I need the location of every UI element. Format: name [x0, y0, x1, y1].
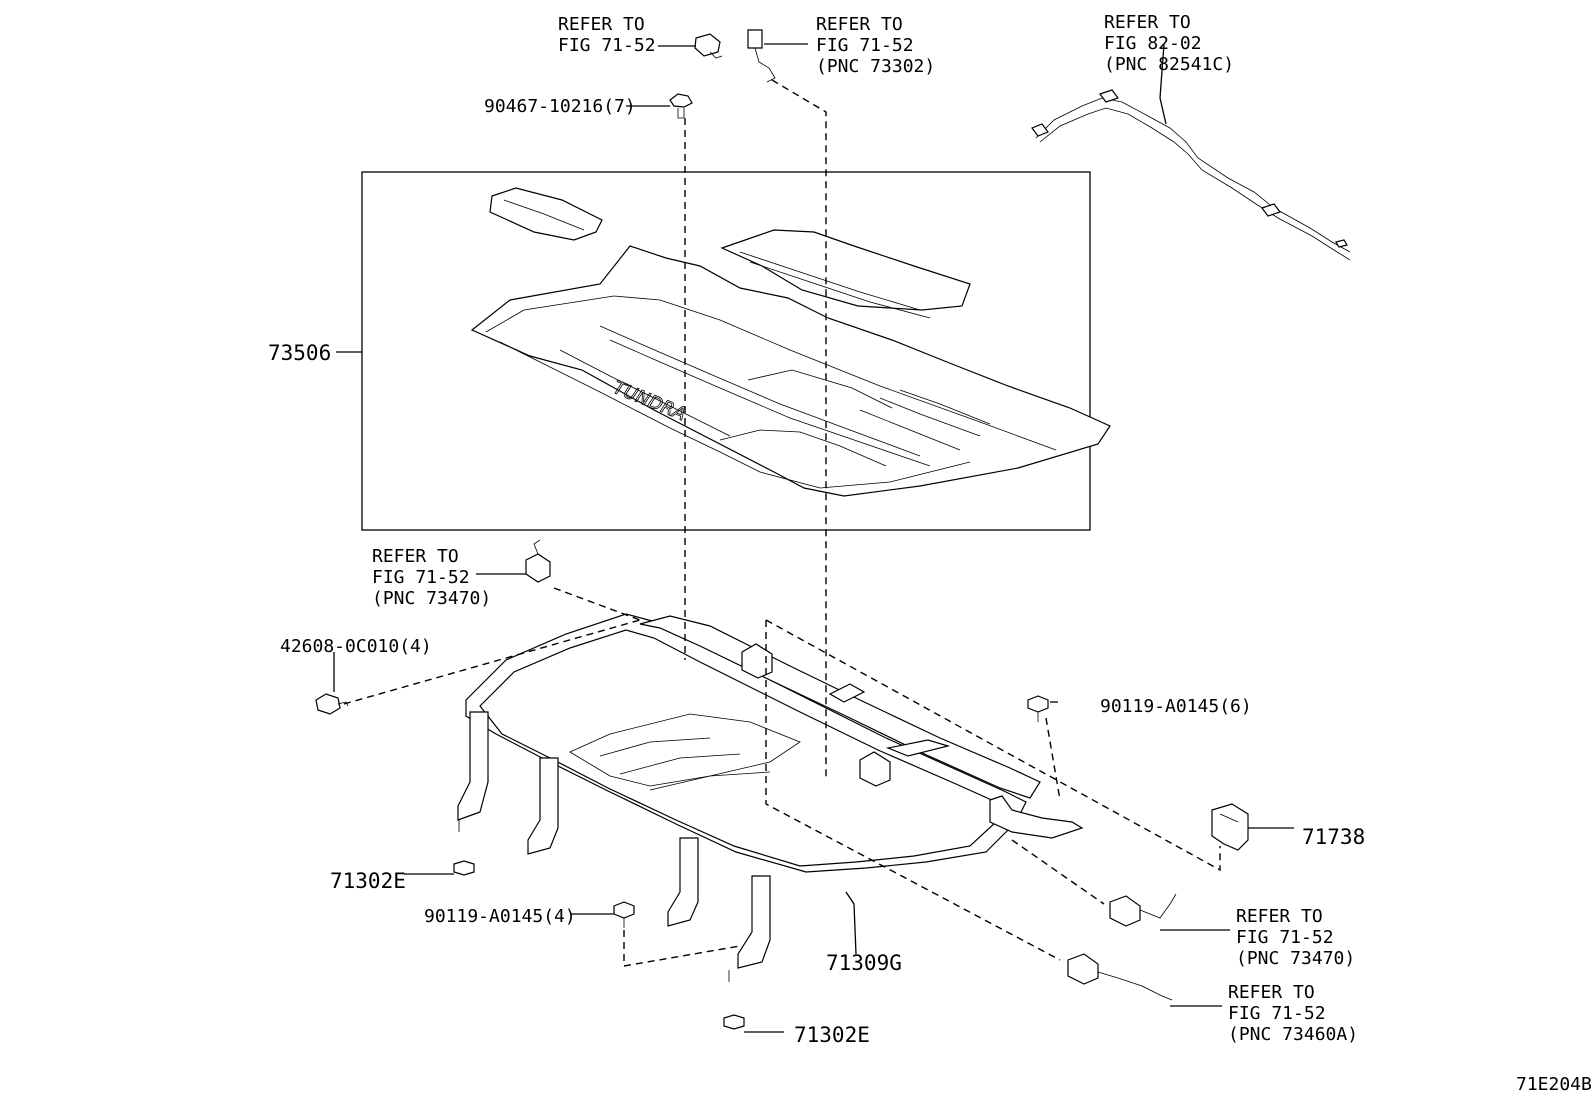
callout-c4: 90467-10216(7) — [484, 96, 636, 117]
callout-text: (PNC 73302) — [816, 56, 935, 77]
callout-text: FIG 71-52 — [816, 35, 914, 56]
callout-c14: REFER TO FIG 71-52 (PNC 73460A) — [1228, 982, 1358, 1045]
callout-c13: REFER TO FIG 71-52 (PNC 73470) — [1236, 906, 1355, 969]
callout-text: FIG 71-52 — [1228, 1003, 1326, 1024]
callout-c2: REFER TO FIG 71-52 (PNC 73302) — [816, 14, 935, 77]
clip-fig-71-52 — [694, 33, 723, 59]
callout-c1: REFER TO FIG 71-52 — [558, 14, 656, 56]
wire-harness-82541c — [1031, 89, 1351, 261]
callout-c7: 42608-0C010(4) — [280, 636, 432, 657]
callout-text: REFER TO — [816, 14, 903, 35]
callout-c15: 71302E — [794, 1023, 870, 1047]
callout-c5: 73506 — [268, 341, 331, 365]
callout-text: (PNC 73470) — [372, 588, 491, 609]
leader-lines — [333, 43, 1294, 1033]
figure-code: 71E204B — [1516, 1074, 1592, 1095]
connector-73460a — [1067, 953, 1173, 1001]
callout-c11: 90119-A0145(4) — [424, 906, 576, 927]
callout-text: FIG 82-02 — [1104, 33, 1202, 54]
callout-text: 73506 — [268, 341, 331, 365]
connector-73302 — [747, 29, 776, 83]
callout-c3: REFER TO FIG 82-02 (PNC 82541C) — [1104, 12, 1234, 75]
cushion-71302e-lower — [723, 970, 745, 1030]
callout-text: 71309G — [826, 951, 902, 975]
callout-c10: 71302E — [330, 869, 406, 893]
callout-text: (PNC 73460A) — [1228, 1024, 1358, 1045]
connector-73470-left — [525, 539, 551, 583]
callout-c12: 71309G — [826, 951, 902, 975]
callout-text: REFER TO — [1228, 982, 1315, 1003]
callout-text: FIG 71-52 — [1236, 927, 1334, 948]
cushion-71302e-upper — [453, 820, 475, 876]
callout-text: REFER TO — [1236, 906, 1323, 927]
callout-text: 42608-0C010(4) — [280, 636, 432, 657]
bolt-90119-a0145-4 — [613, 901, 635, 928]
cover-piece-left — [489, 187, 603, 241]
callout-text: 90467-10216(7) — [484, 96, 636, 117]
clip-90467-10216 — [669, 93, 693, 119]
bolt-90119-a0145-6 — [1027, 695, 1049, 722]
callout-text: 71302E — [794, 1023, 870, 1047]
callout-text: (PNC 82541C) — [1104, 54, 1234, 75]
connector-73470-right — [1109, 893, 1177, 927]
callout-text: FIG 71-52 — [558, 35, 656, 56]
callout-text: (PNC 73470) — [1236, 948, 1355, 969]
callout-c6: REFER TO FIG 71-52 (PNC 73470) — [372, 546, 491, 609]
callout-text: 71302E — [330, 869, 406, 893]
callout-c8: 90119-A0145(6) — [1100, 696, 1252, 717]
floor-cover-73506 — [470, 245, 1111, 497]
bolt-42608-0c010 — [315, 693, 349, 715]
callout-text: 90119-A0145(6) — [1100, 696, 1252, 717]
frame-71309g — [457, 613, 1084, 969]
callout-c9: 71738 — [1302, 825, 1365, 849]
cover-piece-right — [720, 229, 971, 319]
assembly-lines — [343, 79, 1221, 967]
insulator-71738 — [1211, 803, 1249, 851]
callout-text: REFER TO — [372, 546, 459, 567]
callout-text: REFER TO — [1104, 12, 1191, 33]
callout-text: REFER TO — [558, 14, 645, 35]
callout-text: 71738 — [1302, 825, 1365, 849]
part-box-73506 — [361, 171, 1091, 531]
callout-text: FIG 71-52 — [372, 567, 470, 588]
callout-text: 90119-A0145(4) — [424, 906, 576, 927]
